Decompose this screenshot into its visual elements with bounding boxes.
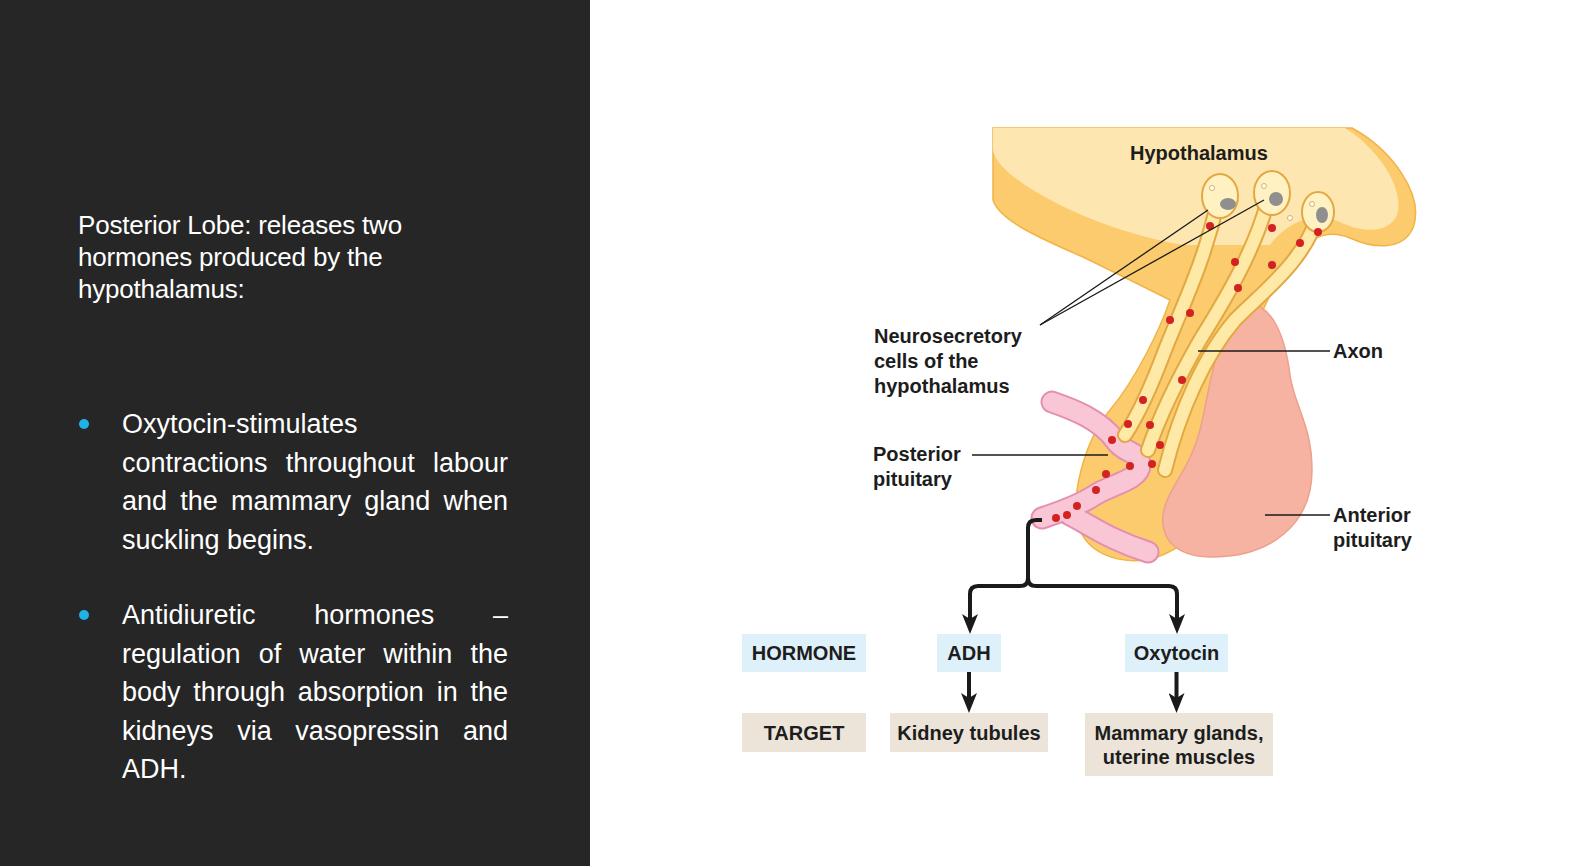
hormone-dot <box>1314 228 1322 236</box>
hormone-dot <box>1073 502 1081 510</box>
part-label: Anterior pituitary <box>1333 503 1433 553</box>
vessel-fill <box>1070 515 1148 552</box>
hormone-dot <box>1296 239 1304 247</box>
part-label: Neurosecretory cells of the hypothalamus <box>874 324 1039 399</box>
leader-line <box>1265 514 1330 515</box>
hypothalamus-shape <box>993 128 1415 561</box>
connector-arrow <box>1175 672 1179 703</box>
hormone-dot <box>1146 421 1154 429</box>
release-arrow <box>970 520 1177 624</box>
hormone-dot <box>1052 514 1060 522</box>
hormone-dot <box>1139 396 1147 404</box>
hormone-dot <box>1108 436 1116 444</box>
cell-granule <box>1310 202 1315 207</box>
hormone-dot <box>1166 316 1174 324</box>
slide-heading: Posterior Lobe: releases two hormones pr… <box>78 209 423 305</box>
hormone-dot <box>1124 420 1132 428</box>
hormone-dot <box>1268 261 1276 269</box>
hormone-granules <box>1052 222 1322 522</box>
bullet-text: Antidiuretic hormones – regulation of wa… <box>122 596 508 789</box>
bullet-dot <box>79 419 89 429</box>
hormone-dot <box>1092 486 1100 494</box>
leader-line <box>1040 200 1264 325</box>
cell-body <box>1254 171 1290 215</box>
box-label: HORMONE <box>752 641 856 665</box>
label-box: Oxytocin <box>1125 634 1228 672</box>
hormone-dot <box>1156 441 1164 449</box>
box-label: Mammary glands, uterine muscles <box>1085 721 1273 769</box>
hormone-dot <box>1102 470 1110 478</box>
label-box: Mammary glands, uterine muscles <box>1085 713 1273 776</box>
release-arrow-line <box>970 520 1042 624</box>
connector-arrow <box>967 672 971 703</box>
leader-lines <box>972 200 1330 515</box>
label-box: Kidney tubules <box>890 713 1048 752</box>
cell-granule <box>1210 186 1215 191</box>
cell-nucleus <box>1220 198 1236 210</box>
label-box: HORMONE <box>742 634 866 672</box>
box-label: TARGET <box>764 721 845 745</box>
bullet-dot <box>79 610 89 620</box>
vessel-outline <box>1070 515 1148 552</box>
leader-line <box>1198 350 1330 351</box>
leader-line <box>1040 210 1208 325</box>
hypothalamus-inner <box>993 128 1398 245</box>
bullet-text: Oxytocin-stimulates contractions through… <box>122 405 508 559</box>
hormone-dot <box>1178 376 1186 384</box>
axon-fill <box>1148 200 1268 450</box>
part-label: Axon <box>1333 339 1383 364</box>
axons <box>1125 200 1318 470</box>
hormone-dot <box>1268 224 1276 232</box>
hormone-dot <box>1186 309 1194 317</box>
axon-fill <box>1165 215 1318 470</box>
cell-body <box>1302 192 1334 232</box>
text-panel: Posterior Lobe: releases two hormones pr… <box>0 0 590 866</box>
hormone-dot <box>1234 284 1242 292</box>
cell-granule <box>1262 184 1267 189</box>
hormone-dot <box>1126 462 1134 470</box>
label-box: ADH <box>937 634 1001 672</box>
release-arrow-line <box>1028 578 1177 624</box>
hormone-dot <box>1063 511 1071 519</box>
axon-outline <box>1165 215 1318 470</box>
hormone-dot <box>1231 258 1239 266</box>
box-label: Oxytocin <box>1134 641 1220 665</box>
cell-granule <box>1288 216 1293 221</box>
hormone-dot <box>1148 460 1156 468</box>
cell-nucleus <box>1316 207 1328 223</box>
cell-body <box>1202 174 1238 218</box>
box-label: ADH <box>947 641 990 665</box>
box-label: Kidney tubules <box>897 721 1040 745</box>
label-box: TARGET <box>742 713 866 752</box>
part-label: Hypothalamus <box>1130 141 1268 166</box>
leader-line <box>972 454 1108 455</box>
part-label: Posterior pituitary <box>873 442 973 492</box>
cell-nucleus <box>1269 192 1283 206</box>
